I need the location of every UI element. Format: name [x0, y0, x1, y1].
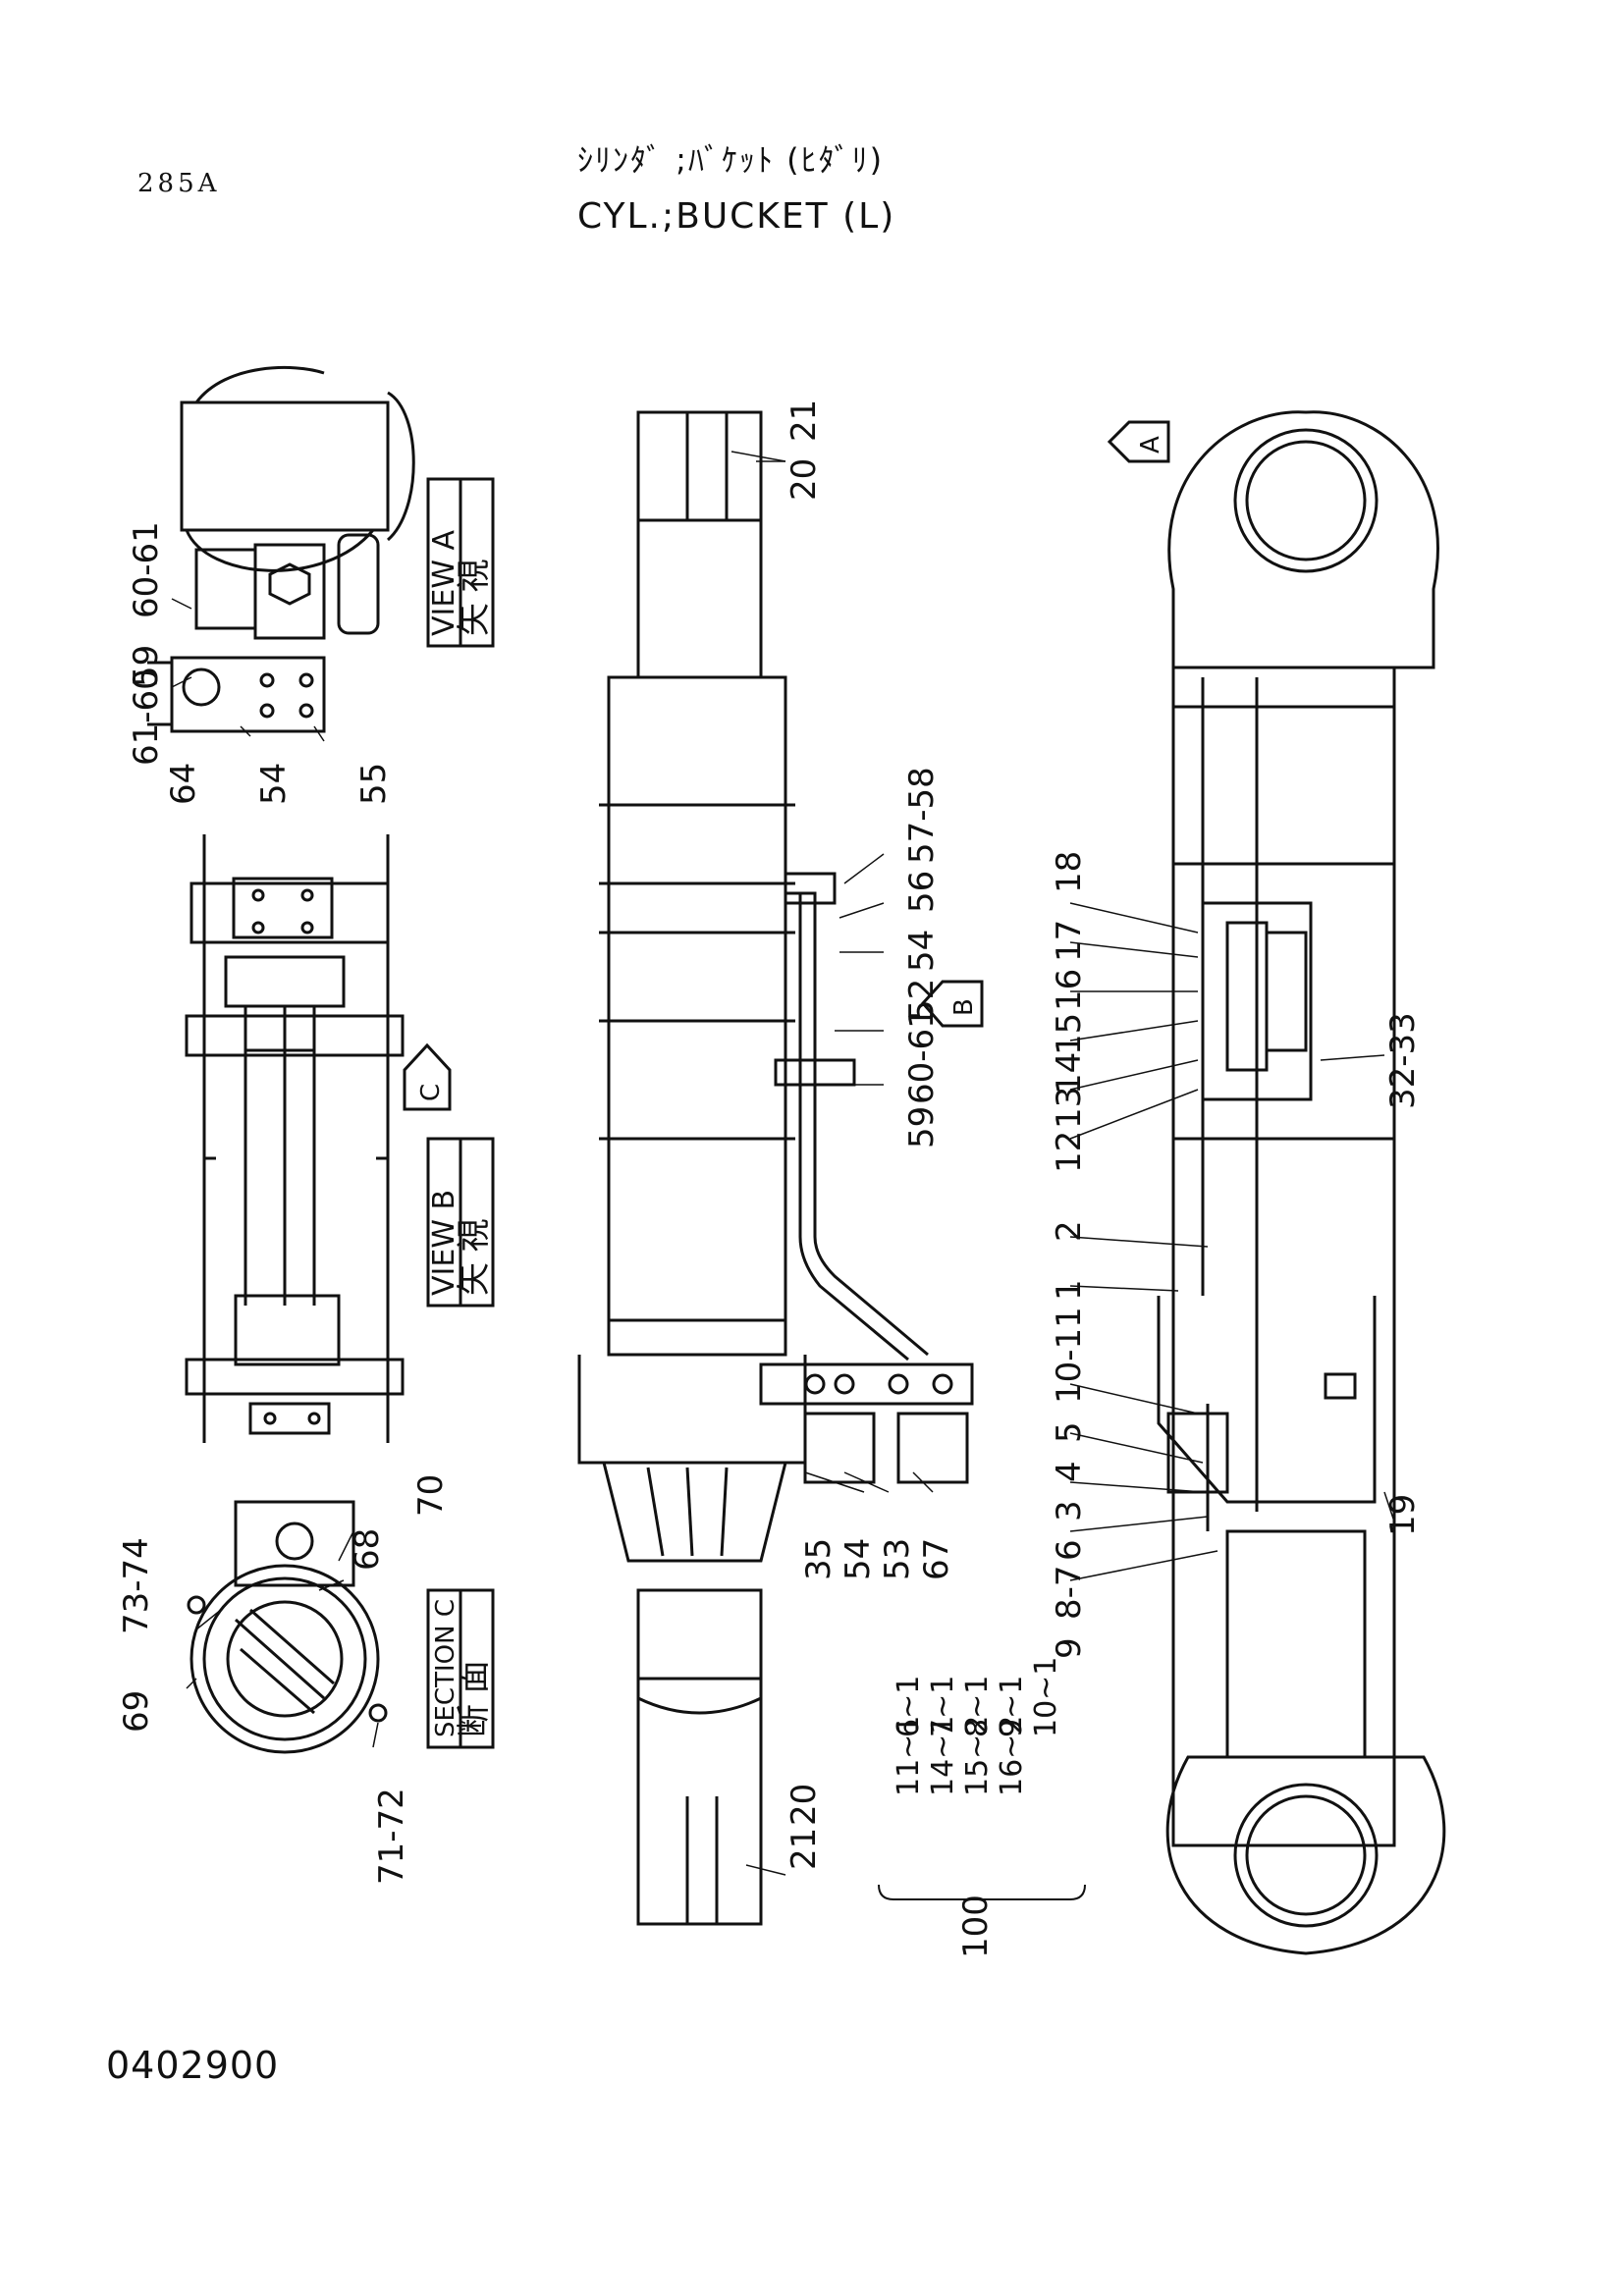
callout: 12 [1050, 1131, 1089, 1173]
callout: 54 [839, 1538, 878, 1580]
callout: 59 [127, 645, 166, 687]
marker-b [920, 980, 984, 1028]
right-cylinder [1157, 410, 1446, 1955]
kit-number: 100 [956, 1895, 996, 1958]
section-c-box [426, 1588, 495, 1749]
view-b-box [426, 1137, 495, 1308]
view-b-drawing [185, 834, 405, 1443]
callout: 60-61 [127, 521, 166, 618]
kit-item: 10~1 [1029, 1657, 1063, 1737]
callout: 13 [1050, 1087, 1089, 1129]
callout: 61-60 [127, 668, 166, 766]
callout: 17 [1050, 920, 1089, 962]
callout: 32-33 [1383, 1012, 1423, 1109]
view-b-label: VIEW B [427, 1190, 461, 1296]
page-code: 285A [137, 169, 221, 198]
callout: 15 [1050, 1013, 1089, 1055]
callout: 1 [1050, 1279, 1089, 1301]
kit-item: 9~1 [995, 1676, 1029, 1737]
callout: 3 [1050, 1500, 1089, 1522]
callout: 21 [784, 1828, 824, 1870]
kit-item: 15~2 [960, 1716, 995, 1796]
callout: 53 [878, 1538, 917, 1580]
middle-cylinder [577, 410, 974, 1926]
kit-item: 6~1 [892, 1676, 926, 1737]
callout: 69 [117, 1690, 156, 1733]
callout: 16 [1050, 969, 1089, 1011]
callout: 20 [784, 458, 824, 501]
callout: 19 [1383, 1494, 1423, 1536]
section-c-label: SECTION C [431, 1599, 460, 1737]
view-a-box [426, 477, 495, 648]
title-japanese: ｼﾘﾝﾀﾞ ;ﾊﾞｹｯﾄ (ﾋﾀﾞﾘ) [577, 141, 885, 179]
kit-item: 8~1 [960, 1676, 995, 1737]
kit-brace [878, 1884, 1086, 1900]
callout: 71-72 [372, 1788, 411, 1885]
marker-c [403, 1042, 452, 1111]
callout: 10-11 [1050, 1307, 1089, 1404]
kit-item: 16~2 [995, 1716, 1029, 1796]
title-english: CYL.;BUCKET (L) [577, 196, 896, 237]
document-number: 0402900 [106, 2044, 280, 2087]
callout: 64 [164, 763, 203, 805]
callout: 35 [799, 1538, 839, 1580]
callout: 57-58 [902, 767, 942, 864]
kit-item: 7~1 [926, 1676, 960, 1737]
kit-item: 11~1 [892, 1716, 926, 1796]
callout: 54 [254, 763, 294, 805]
callout: 56 [902, 871, 942, 913]
view-a-label: VIEW A [427, 529, 461, 636]
marker-b-letter: B [949, 998, 979, 1016]
callout: 55 [354, 763, 394, 805]
callout: 73-74 [117, 1537, 156, 1634]
callout: 54 [902, 930, 942, 972]
callout: 5 [1050, 1421, 1089, 1443]
callout: 14 [1050, 1052, 1089, 1095]
marker-a [1107, 420, 1170, 463]
callout: 18 [1050, 851, 1089, 893]
callout: 21 [784, 400, 824, 442]
callout: 20 [784, 1784, 824, 1826]
callout: 68 [348, 1528, 387, 1571]
marker-c-letter: C [416, 1084, 446, 1101]
view-b-kanji: 矢 視 [455, 1218, 494, 1296]
callout: 60-61 [902, 1007, 942, 1104]
callout: 52 [902, 979, 942, 1021]
callout: 9 [1050, 1637, 1089, 1659]
view-a-kanji: 矢 視 [455, 559, 494, 636]
marker-a-letter: A [1136, 436, 1165, 454]
kit-item: 14~1 [926, 1716, 960, 1796]
callout: 70 [411, 1474, 451, 1517]
section-c-drawing [187, 1500, 388, 1754]
callout: 2 [1050, 1220, 1089, 1242]
callout: 59 [902, 1106, 942, 1148]
callout: 4 [1050, 1461, 1089, 1482]
view-a-drawing [147, 365, 415, 733]
section-c-kanji: 断 面 [455, 1660, 494, 1737]
callout: 6 [1050, 1539, 1089, 1561]
callout: 8-7 [1050, 1565, 1089, 1620]
callout: 67 [917, 1538, 956, 1580]
